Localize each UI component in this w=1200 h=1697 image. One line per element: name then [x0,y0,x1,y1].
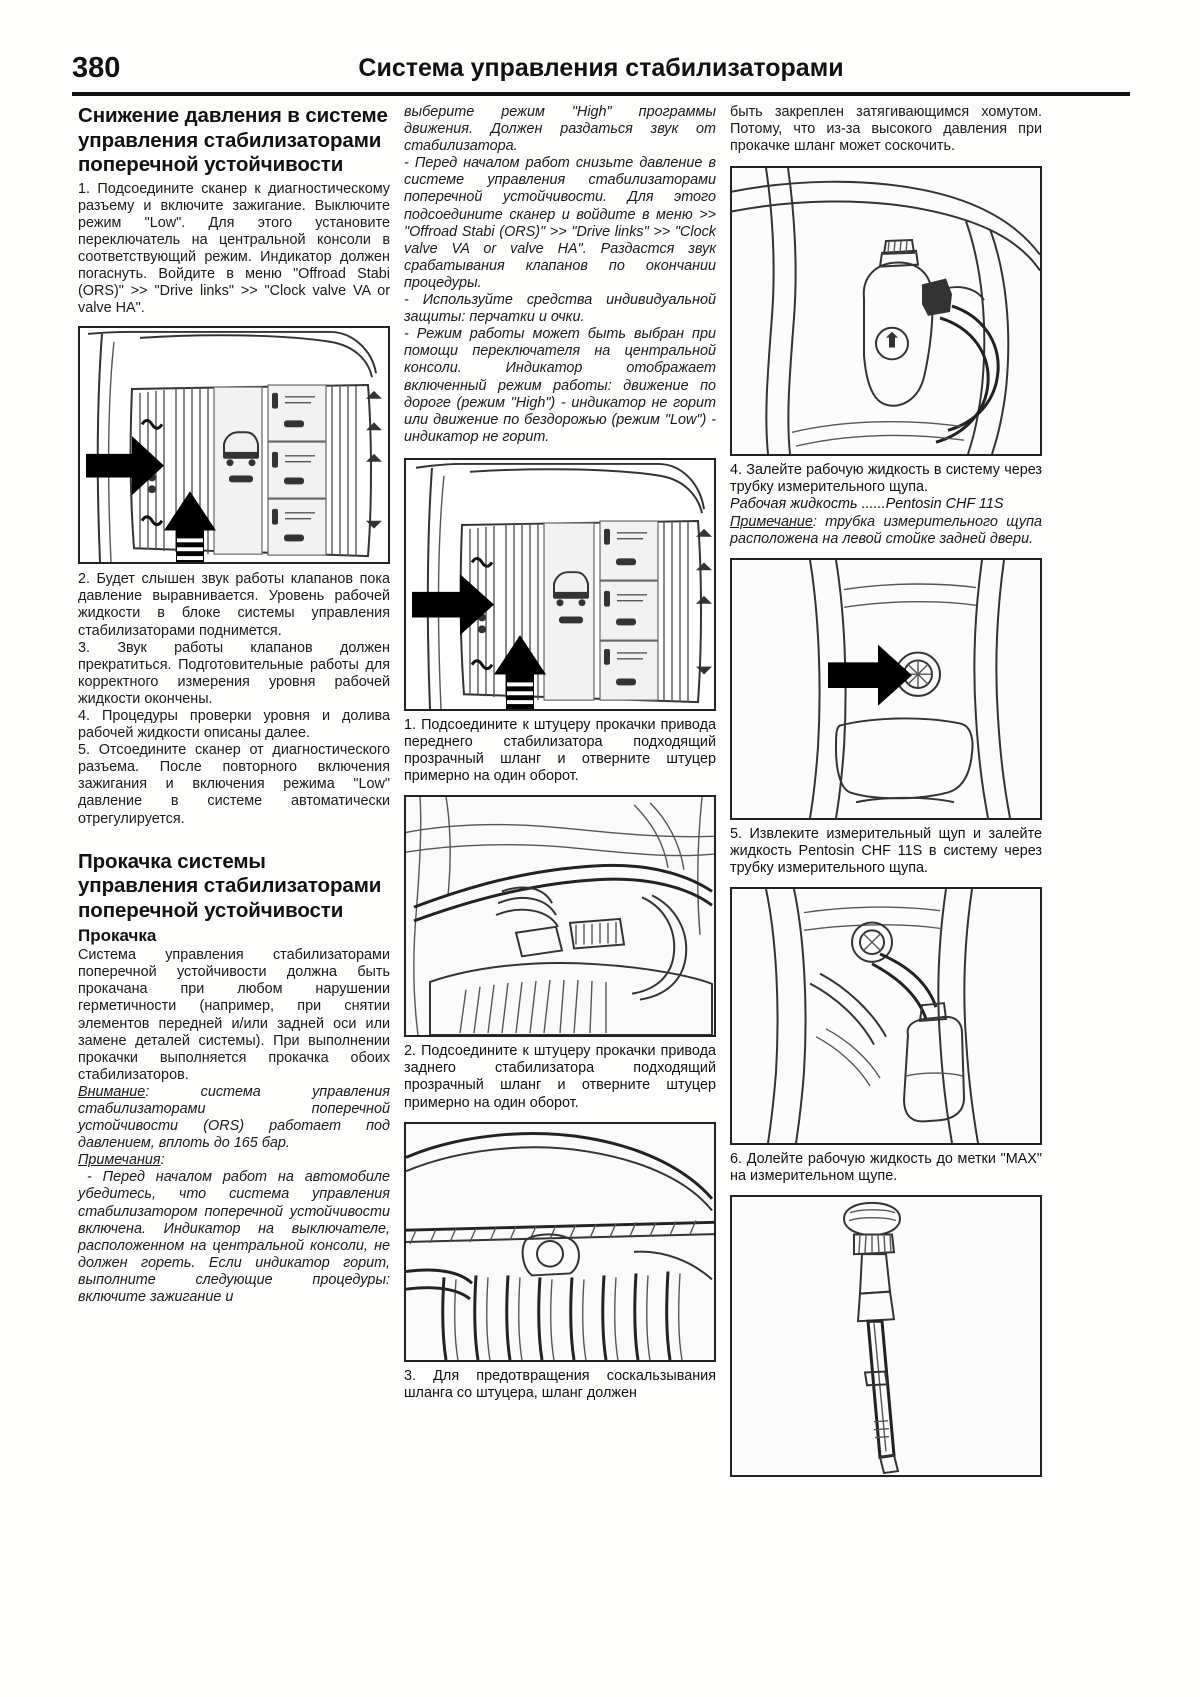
figure-center-console-switch-panel [78,326,390,565]
fluid-value: Pentosin CHF 11S [885,496,1004,513]
paragraph-mid-4: - Режим работы может быть выбран при пом… [404,326,716,445]
figure-reservoir-bleed-nipple [730,166,1042,457]
pointer-arrow-bottom-2 [494,635,546,709]
caption-step-2: 2. Подсоедините к штуцеру прокачки приво… [404,1043,716,1111]
section-heading-bleeding: Прокачка системы управления стабилизатор… [78,849,382,922]
caption-step-1: 1. Подсоедините к штуцеру прокачки приво… [404,716,716,785]
pointer-arrow-left [86,436,164,496]
column-left: Снижение давления в системе управления с… [78,104,390,1306]
paragraph-note-right: Примечание: трубка измерительного щупа р… [730,514,1042,548]
figure-center-console-switch-panel-2 [404,457,716,711]
fluid-spec-line: Рабочая жидкость ......Pentosin CHF 11S [730,496,1042,513]
paragraph-right-1: быть закреплен затягивающимся хомутом. П… [730,104,1042,155]
paragraph-step-4: 4. Процедуры проверки уровня и долива ра… [78,708,390,742]
section-heading-pressure-reduction: Снижение давления в системе управления с… [78,104,388,176]
note-label: Примечания [78,1152,161,1169]
caption-step-4: 4. Залейте рабочую жидкость в систему че… [730,462,1042,496]
paragraph-step-2: 2. Будет слышен звук работы клапанов пок… [78,571,390,639]
paragraph-mid-1: выберите режим "High" программы движения… [404,104,716,155]
header-divider [72,92,1130,96]
paragraph-mid-2: - Перед началом работ снизьте давление в… [404,155,716,291]
column-middle: выберите режим "High" программы движения… [404,104,716,1402]
paragraph-notes-label: Примечания: [78,1152,390,1169]
pointer-arrow-bottom [164,491,216,563]
warning-text: : система управления стабилизаторами поп… [78,1083,390,1152]
caption-step-6: 6. Долейте рабочую жидкость до метки "MA… [730,1151,1042,1185]
column-right: быть закреплен затягивающимся хомутом. П… [730,104,1042,1478]
caption-step-5: 5. Извлеките измерительный щуп и залейте… [730,825,1042,876]
note-label-right: Примечание [730,513,813,530]
page-header: 380 Система управления стабилизаторами [72,52,1130,98]
page-title: Система управления стабилизаторами [358,54,844,82]
figure-dipstick-tube-location [730,557,1042,820]
figure-filling-fluid-with-bottle [730,887,1042,1146]
warning-label: Внимание [78,1083,146,1100]
note-text-right: : трубка измерительного щупа расположена… [730,513,1042,547]
paragraph-mid-3: - Используйте средства индивидуальной за… [404,292,716,326]
paragraph-warning: Внимание: система управления стабилизато… [78,1084,390,1152]
page-number: 380 [72,52,121,84]
paragraph-note-1: - Перед началом работ на автомобиле убед… [78,1169,390,1306]
fluid-label: Рабочая жидкость [730,496,858,513]
figure-engine-bay-front-stabilizer [404,795,716,1038]
note-colon: : [160,1152,165,1169]
figure-underbody-rear-stabilizer [404,1121,716,1362]
paragraph-step-3: 3. Звук работы клапанов должен прекратит… [78,639,390,707]
caption-step-3: 3. Для предотвращения соскальзывания шла… [404,1367,716,1401]
figure-dipstick-detail [730,1195,1042,1478]
paragraph-step-1: 1. Подсоедините сканер к диагностическом… [78,180,390,317]
subsection-heading-bleeding: Прокачка [78,926,157,946]
pointer-arrow-hole [828,644,912,706]
paragraph-step-5: 5. Отсоедините сканер от диагностическог… [78,742,390,827]
pointer-arrow-left-2 [412,574,494,636]
paragraph-bleeding-intro: Система управления стабилизаторами попер… [78,947,390,1083]
fluid-dots: ...... [857,496,886,513]
